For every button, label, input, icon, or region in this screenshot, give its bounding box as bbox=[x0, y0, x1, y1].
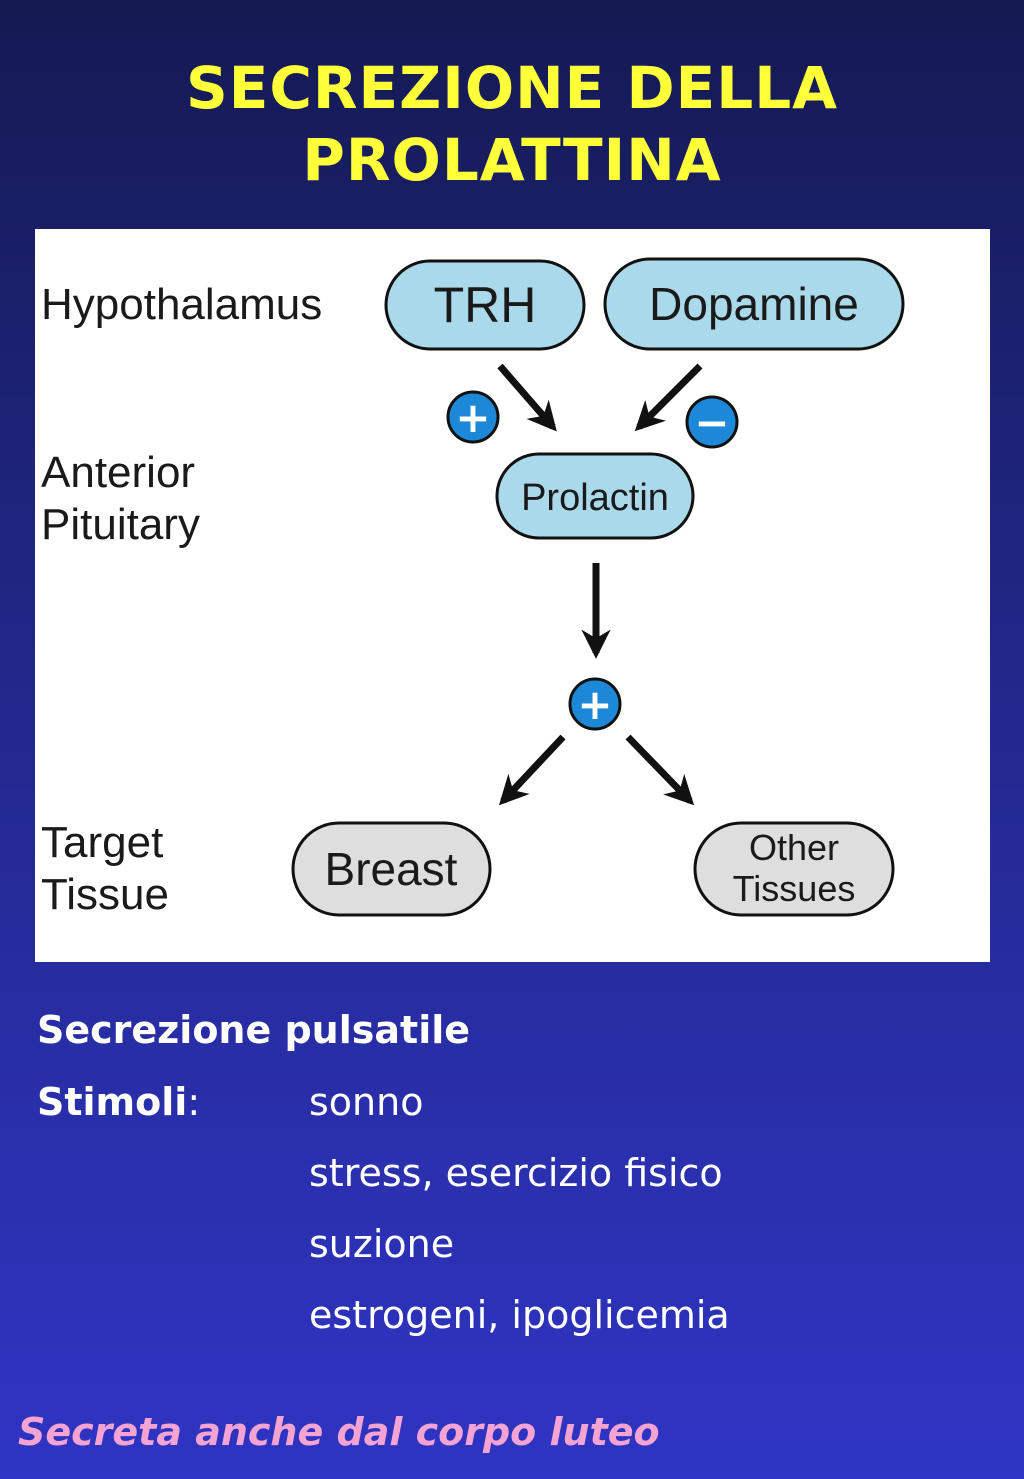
prolactin-label: Prolactin bbox=[521, 477, 669, 519]
stimulus-item: stress, esercizio fisico bbox=[309, 1151, 723, 1195]
plus-sign-icon: + bbox=[568, 677, 622, 731]
node-dopamine: Dopamine bbox=[603, 257, 905, 351]
dopamine-capsule bbox=[603, 257, 905, 351]
arrow-to-other-tissues bbox=[625, 734, 695, 806]
node-prolactin: Prolactin bbox=[495, 452, 695, 540]
breast-label: Breast bbox=[325, 843, 458, 895]
level-tissue: Tissue bbox=[41, 870, 169, 919]
stimuli-heading: Stimoli: bbox=[37, 1080, 200, 1124]
plus-sign-icon: + bbox=[446, 390, 500, 444]
prolactin-capsule bbox=[495, 452, 695, 540]
level-pituitary: Pituitary bbox=[41, 500, 200, 549]
dopamine-label: Dopamine bbox=[649, 278, 859, 330]
node-breast: Breast bbox=[291, 821, 492, 917]
svg-text:−: − bbox=[694, 398, 729, 447]
trh-label: TRH bbox=[434, 277, 537, 333]
other-tissues-label-1: Other bbox=[749, 827, 839, 868]
svg-text:+: + bbox=[455, 393, 490, 442]
title-line-1: SECREZIONE DELLA bbox=[185, 54, 839, 122]
arrow-trh-prolactin bbox=[497, 363, 557, 432]
trh-capsule bbox=[384, 259, 586, 351]
node-trh: TRH bbox=[384, 259, 586, 351]
diagram-canvas: Hypothalamus Anterior Pituitary Target T… bbox=[41, 257, 905, 919]
prolactin-diagram: Hypothalamus Anterior Pituitary Target T… bbox=[35, 229, 990, 962]
node-other-tissues: Other Tissues bbox=[693, 821, 895, 917]
stimulus-item: estrogeni, ipoglicemia bbox=[309, 1293, 730, 1337]
breast-capsule bbox=[291, 821, 492, 917]
stimuli-label: Stimoli bbox=[37, 1080, 188, 1124]
level-hypothalamus: Hypothalamus bbox=[41, 280, 322, 329]
level-target: Target bbox=[41, 818, 163, 867]
pulsatile-heading: Secrezione pulsatile bbox=[37, 1008, 471, 1052]
title-line-2: PROLATTINA bbox=[302, 126, 722, 194]
other-tissues-capsule bbox=[693, 821, 895, 917]
stimulus-item: sonno bbox=[309, 1080, 424, 1124]
stimulus-item: suzione bbox=[309, 1222, 455, 1266]
slide-title: SECREZIONE DELLA PROLATTINA bbox=[0, 52, 1024, 196]
svg-text:+: + bbox=[577, 680, 612, 729]
level-anterior: Anterior bbox=[41, 448, 195, 497]
minus-sign-icon: − bbox=[685, 395, 739, 449]
other-tissues-label-2: Tissues bbox=[733, 868, 856, 909]
stimuli-colon: : bbox=[187, 1080, 201, 1124]
arrow-to-breast bbox=[498, 734, 566, 806]
footer-note: Secreta anche dal corpo luteo bbox=[18, 1410, 660, 1454]
arrow-dopamine-prolactin bbox=[634, 363, 703, 432]
